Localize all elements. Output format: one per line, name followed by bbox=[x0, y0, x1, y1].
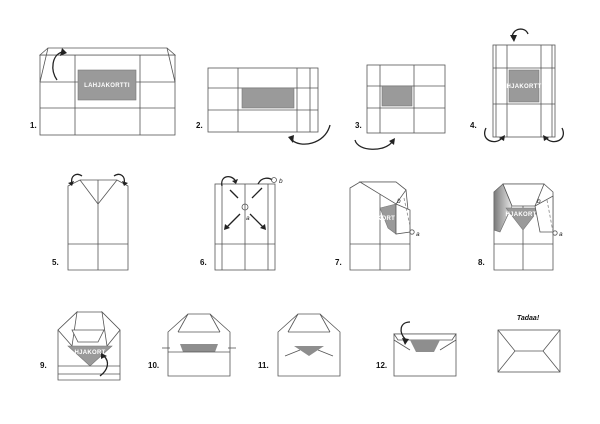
step-number: 3. bbox=[355, 121, 362, 130]
step-2: 2. bbox=[196, 67, 331, 145]
gift-card-label: HJAKORTT bbox=[505, 212, 540, 218]
point-a-label: a bbox=[416, 231, 420, 238]
step-11: 11. bbox=[258, 313, 341, 377]
step-number: 11. bbox=[258, 361, 269, 370]
point-a-label: a bbox=[246, 215, 250, 222]
point-b-label: b bbox=[397, 198, 401, 205]
point-b-label: b bbox=[279, 178, 283, 185]
fold-arrow-left bbox=[484, 127, 503, 143]
fold-arrow bbox=[52, 51, 63, 81]
fold-arrow bbox=[291, 124, 331, 145]
fold-arrow-left bbox=[221, 175, 236, 187]
step-6: b a 6. bbox=[200, 175, 283, 271]
step-8: HJAKORTT b a 8. bbox=[478, 183, 563, 271]
step-number: 5. bbox=[52, 258, 59, 267]
gift-card bbox=[381, 85, 413, 107]
step-12: 12. bbox=[376, 321, 457, 377]
step-3: 3. bbox=[354, 64, 446, 150]
step-number: 8. bbox=[478, 258, 485, 267]
gift-card bbox=[241, 87, 295, 109]
finish-label: Tadaa! bbox=[517, 315, 540, 322]
step-10: 10. bbox=[148, 313, 236, 377]
step-9: HJAKORT 9. bbox=[40, 310, 121, 381]
step-1: LAHJAKORTTI 1. bbox=[30, 47, 177, 136]
gift-card-label: HJAKORTT bbox=[506, 84, 541, 90]
gift-card-label: HJAKORT bbox=[74, 350, 105, 356]
step-7: KORT b a 7. bbox=[335, 181, 420, 271]
step-5: 5. bbox=[52, 173, 129, 271]
step-number: 1. bbox=[30, 121, 37, 130]
step-number: 9. bbox=[40, 361, 47, 370]
gift-card-label: KORT bbox=[377, 216, 395, 222]
step-number: 2. bbox=[196, 121, 203, 130]
step-4: HJAKORTT 4. bbox=[470, 28, 564, 143]
gift-card-label: LAHJAKORTTI bbox=[84, 83, 130, 89]
point-a-label: a bbox=[559, 231, 563, 238]
gift-card bbox=[77, 69, 137, 101]
gift-card bbox=[508, 69, 540, 103]
step-number: 6. bbox=[200, 258, 207, 267]
point-b-label: b bbox=[537, 198, 541, 205]
fold-arrow-right bbox=[545, 127, 564, 143]
fold-arrow bbox=[99, 355, 109, 377]
fold-arrow bbox=[400, 321, 411, 341]
step-number: 4. bbox=[470, 121, 477, 130]
fold-arrow bbox=[354, 139, 393, 150]
step-number: 12. bbox=[376, 361, 387, 370]
step-number: 7. bbox=[335, 258, 342, 267]
step-number: 10. bbox=[148, 361, 159, 370]
fold-arrow-right bbox=[257, 177, 273, 185]
finished-envelope: Tadaa! bbox=[497, 315, 561, 373]
